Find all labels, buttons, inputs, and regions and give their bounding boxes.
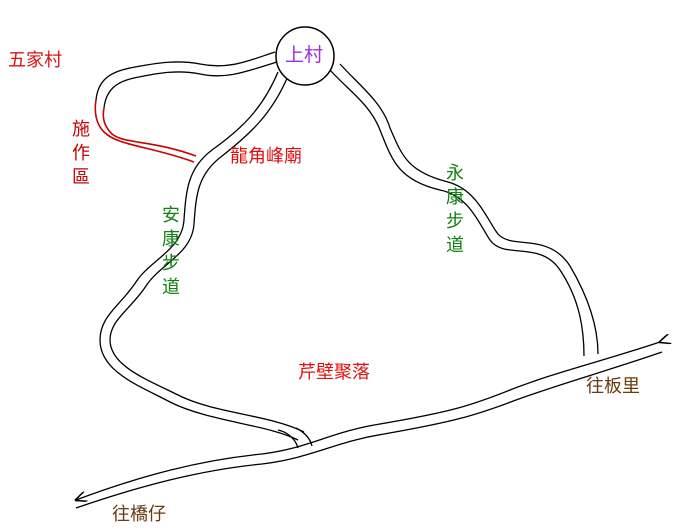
- yong-kang-char-4: 道: [446, 235, 464, 256]
- work-area-char-1: 施: [72, 119, 90, 140]
- an-kang-trail-label: 安 康 步 道: [162, 204, 180, 300]
- an-kang-char-2: 康: [162, 229, 180, 250]
- an-kang-char-4: 道: [162, 277, 180, 298]
- an-kang-char-3: 步: [162, 253, 180, 274]
- work-area-label: 施 作 區: [72, 118, 90, 190]
- upper-village-circle: [275, 26, 335, 86]
- ganbi-settlement-label: 芹壁聚落: [298, 362, 370, 383]
- an-kang-char-1: 安: [162, 205, 180, 226]
- work-area-char-2: 作: [72, 143, 90, 164]
- to-qiaozai-label: 往橋仔: [112, 504, 166, 525]
- road-wujia-top: [95, 51, 278, 109]
- to-banli-label: 往板里: [586, 376, 640, 397]
- upper-village-label: 上村: [285, 44, 324, 66]
- road-work-area: [94, 99, 197, 163]
- yong-kang-char-1: 永: [446, 163, 464, 184]
- road-junction: [277, 427, 313, 449]
- road-an-kang: [99, 71, 305, 441]
- road-main: [76, 342, 662, 509]
- yong-kang-char-3: 步: [446, 211, 464, 232]
- longjiao-temple-label: 龍角峰廟: [230, 146, 302, 167]
- road-yong-kang: [329, 63, 599, 357]
- yong-kang-char-2: 康: [446, 187, 464, 208]
- work-area-char-3: 區: [72, 167, 90, 188]
- wujia-village-label: 五家村: [8, 50, 62, 71]
- yong-kang-trail-label: 永 康 步 道: [446, 162, 464, 258]
